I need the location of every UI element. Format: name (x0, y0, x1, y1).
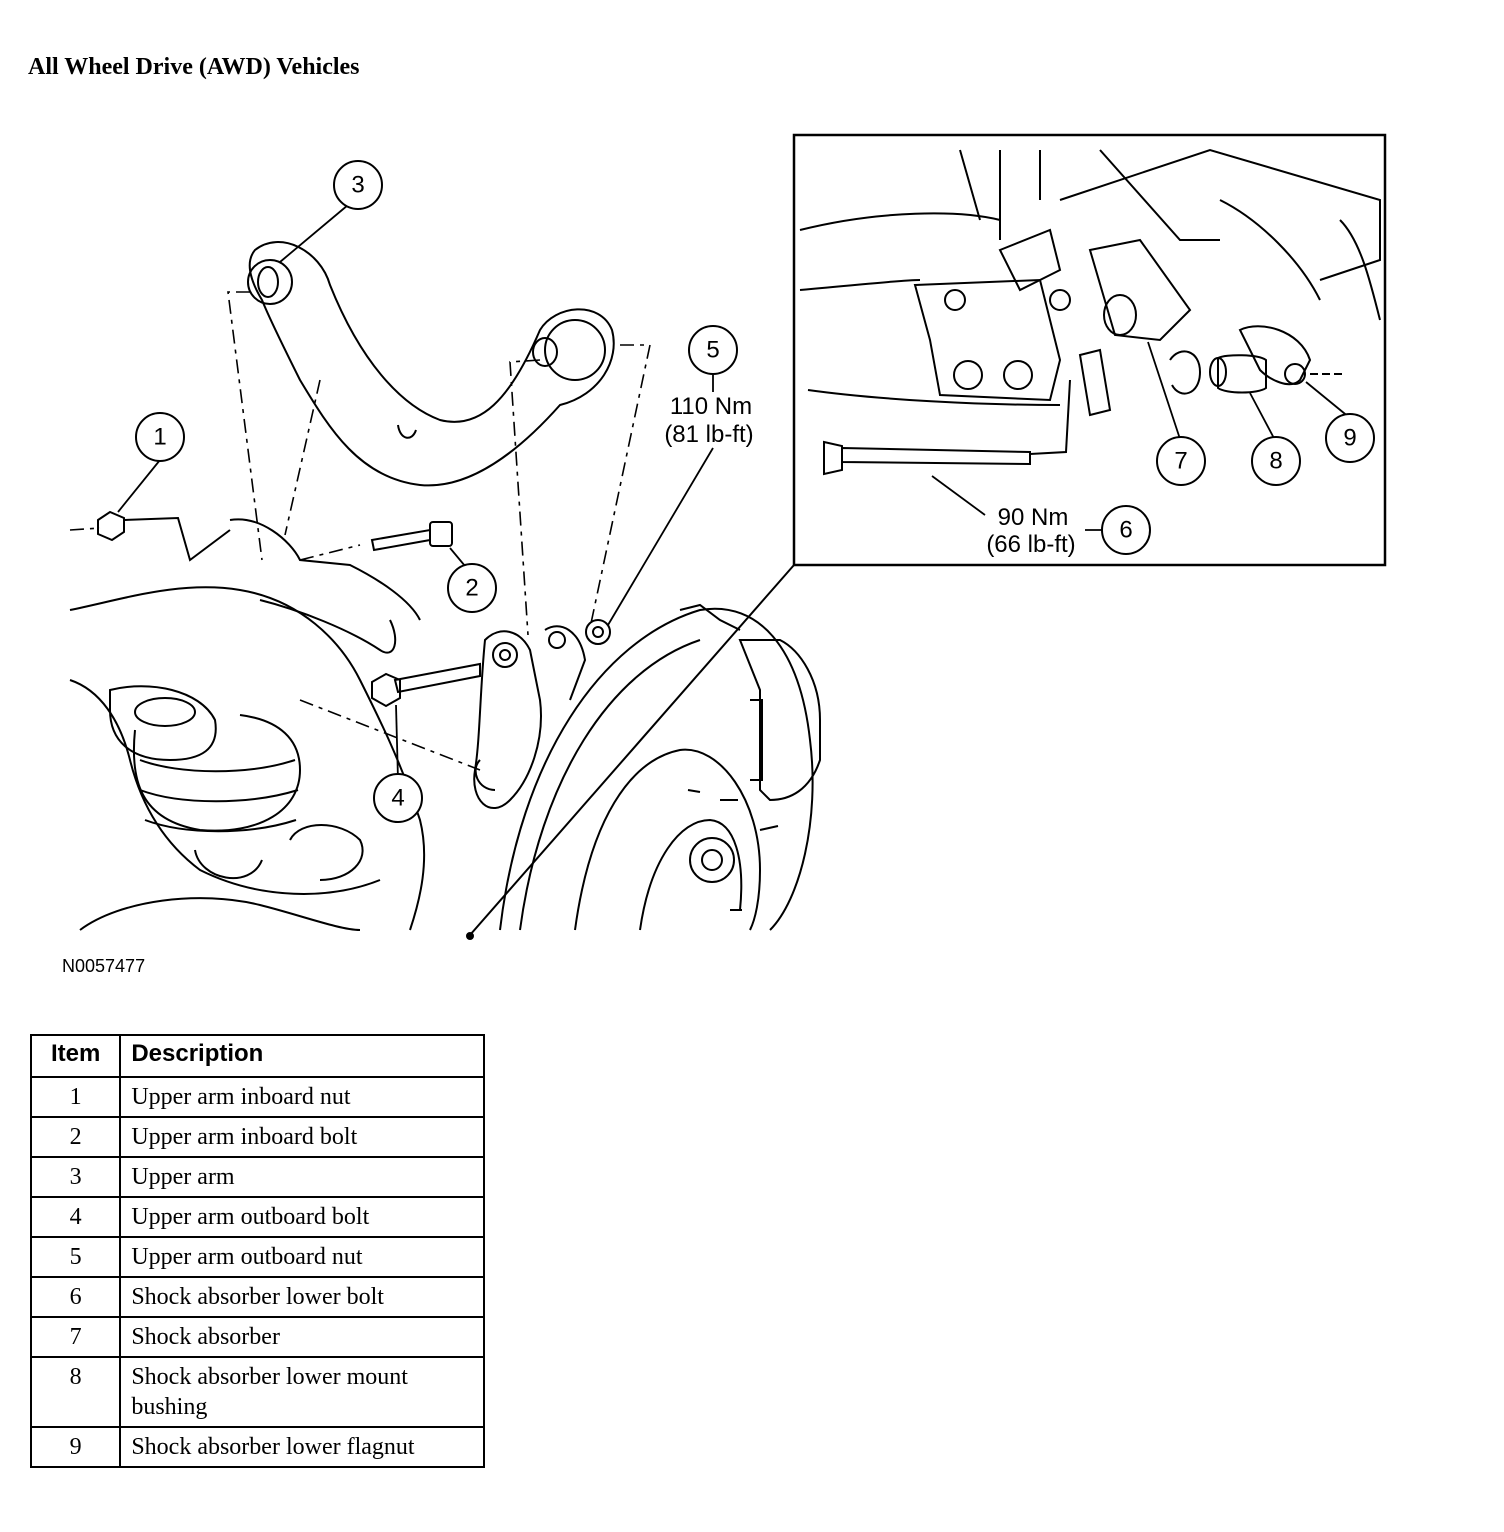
callout-leaders (117, 204, 1351, 781)
callout-8: 8 (1269, 448, 1282, 475)
torque-5-lbft: (81 lb-ft) (664, 421, 753, 448)
torque-6-nm: 90 Nm (998, 504, 1069, 531)
torque-6-lbft: (66 lb-ft) (986, 531, 1075, 558)
callout-2: 2 (465, 575, 478, 602)
upper-arm (248, 241, 615, 487)
upper-arm-inboard-bolt (370, 528, 431, 552)
row-description: Upper arm (119, 1156, 485, 1198)
row-item: 9 (29, 1426, 122, 1468)
row-item: 4 (29, 1196, 122, 1238)
lower-flagnut (1238, 325, 1312, 386)
brake-caliper (738, 639, 821, 802)
header-description: Description (119, 1034, 485, 1078)
arm-outboard-bushing (544, 319, 606, 381)
callout-1: 1 (153, 424, 166, 451)
upper-arm-outboard-nut (585, 619, 611, 645)
row-item: 6 (29, 1276, 122, 1318)
callout-9: 9 (1343, 425, 1356, 452)
callout-5: 5 (706, 337, 719, 364)
inset-detail (466, 133, 1387, 940)
row-item: 1 (29, 1076, 122, 1118)
row-description: Shock absorber lower mount bushing (119, 1356, 485, 1428)
upper-arm-outboard-bolt (393, 662, 481, 694)
upper-arm-inboard-nut (97, 510, 125, 542)
header-item: Item (29, 1034, 122, 1078)
main-illustration (69, 241, 821, 931)
row-description: Upper arm outboard nut (119, 1236, 485, 1278)
row-description: Upper arm inboard nut (119, 1076, 485, 1118)
row-description: Shock absorber (119, 1316, 485, 1358)
lower-mount-bushing (1217, 354, 1267, 394)
row-item: 8 (29, 1356, 122, 1428)
table-header-row: Item Description (29, 1034, 485, 1078)
shock-absorber (1088, 238, 1192, 342)
row-description: Shock absorber lower flagnut (119, 1426, 485, 1468)
row-description: Shock absorber lower bolt (119, 1276, 485, 1318)
callouts (135, 160, 1375, 823)
callout-6: 6 (1119, 517, 1132, 544)
brake-disc (499, 607, 814, 931)
figure-id: N0057477 (62, 956, 146, 976)
callout-7: 7 (1174, 448, 1187, 475)
callout-4: 4 (391, 785, 404, 812)
row-item: 3 (29, 1156, 122, 1198)
page-title: All Wheel Drive (AWD) Vehicles (28, 54, 360, 80)
callout-3: 3 (351, 172, 364, 199)
torque-5-nm: 110 Nm (670, 393, 752, 420)
row-item: 2 (29, 1116, 122, 1158)
shock-lower-bolt (823, 379, 1071, 476)
row-item: 7 (29, 1316, 122, 1358)
row-item: 5 (29, 1236, 122, 1278)
suspension-diagram: 3 1 2 4 5 6 7 8 9 110 Nm (81 lb-ft) 90 N… (69, 133, 1387, 940)
knuckle (473, 630, 542, 810)
arm-inboard-bushing (247, 259, 293, 305)
row-description: Upper arm inboard bolt (119, 1116, 485, 1158)
shock-mount-bracket (913, 278, 1062, 402)
row-description: Upper arm outboard bolt (119, 1196, 485, 1238)
